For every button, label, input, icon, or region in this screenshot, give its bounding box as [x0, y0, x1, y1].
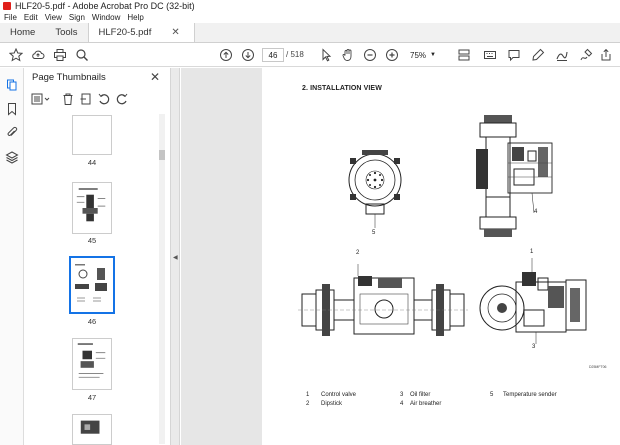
- tab-document[interactable]: HLF20-5.pdf ✕: [87, 23, 195, 42]
- menu-bar: File Edit View Sign Window Help: [0, 12, 620, 23]
- thumbnail-label: 45: [87, 236, 97, 245]
- search-icon[interactable]: [74, 47, 90, 63]
- thumbnail-label: 47: [87, 393, 97, 402]
- attachments-icon[interactable]: [5, 126, 19, 140]
- main-toolbar: 46 / 518 75% ▼: [0, 43, 620, 67]
- page-number-input[interactable]: 46: [262, 48, 284, 62]
- thumbnail-options-icon[interactable]: [31, 92, 51, 106]
- panel-title: Page Thumbnails: [32, 72, 106, 83]
- panel-splitter[interactable]: ◀: [171, 68, 180, 445]
- thumbnail-page-45[interactable]: [72, 182, 112, 234]
- callout-5: 5: [372, 230, 376, 236]
- window-title: HLF20-5.pdf - Adobe Acrobat Pro DC (32-b…: [15, 1, 195, 11]
- next-page-icon[interactable]: [240, 47, 256, 63]
- legend-num-2: 2: [306, 401, 310, 407]
- menu-help[interactable]: Help: [127, 13, 144, 22]
- page-thumbnails-icon[interactable]: [5, 78, 19, 92]
- thumbnail-page-48[interactable]: [72, 414, 112, 445]
- close-tab-icon[interactable]: ✕: [171, 27, 180, 38]
- thumbnail-page-46[interactable]: [69, 256, 115, 314]
- draw-tool-icon[interactable]: [554, 47, 570, 63]
- rotate-left-icon[interactable]: [97, 92, 111, 106]
- layers-icon[interactable]: [5, 150, 19, 164]
- pdf-page: 2. INSTALLATION VIEW 5: [262, 68, 620, 445]
- legend-num-4: 4: [400, 401, 404, 407]
- zoom-select[interactable]: 75% ▼: [410, 50, 436, 60]
- page-thumbnails-panel: Page Thumbnails ✕ 44 45 46 47: [25, 68, 171, 445]
- callout-4: 4: [534, 209, 538, 215]
- callout-2: 2: [356, 250, 360, 256]
- tab-bar: Home Tools HLF20-5.pdf ✕: [0, 23, 620, 43]
- thumbnail-tools: [31, 92, 151, 108]
- rotate-right-icon[interactable]: [115, 92, 129, 106]
- tab-tools[interactable]: Tools: [55, 27, 78, 38]
- chevron-down-icon: ▼: [430, 52, 436, 58]
- legend-label-2: Dipstick: [321, 401, 343, 407]
- section-heading: 2. INSTALLATION VIEW: [302, 85, 382, 92]
- legend-label-4: Air breather: [410, 401, 442, 407]
- thumbnail-page-44[interactable]: [72, 115, 112, 155]
- bookmark-star-icon[interactable]: [8, 47, 24, 63]
- tab-home[interactable]: Home: [10, 27, 36, 38]
- page-display-icon[interactable]: [456, 47, 472, 63]
- select-cursor-icon[interactable]: [318, 47, 334, 63]
- print-icon[interactable]: [52, 47, 68, 63]
- legend-label-3: Oil filter: [410, 392, 431, 398]
- thumbnail-scrollbar[interactable]: [159, 114, 165, 444]
- delete-page-icon[interactable]: [61, 92, 75, 106]
- legend-label-5: Temperature sender: [503, 392, 557, 398]
- comment-icon[interactable]: [506, 47, 522, 63]
- legend-num-5: 5: [490, 392, 494, 398]
- menu-view[interactable]: View: [44, 13, 62, 22]
- side-view-drawing: [476, 115, 553, 237]
- rear-view-drawing: [479, 258, 587, 344]
- legend-label-1: Control valve: [321, 392, 357, 398]
- thumbnail-label: 44: [87, 158, 97, 167]
- legend-num-1: 1: [306, 392, 310, 398]
- close-panel-icon[interactable]: ✕: [149, 70, 160, 84]
- front-view-drawing: [348, 150, 402, 228]
- title-bar: HLF20-5.pdf - Adobe Acrobat Pro DC (32-b…: [0, 0, 620, 12]
- document-viewport: 2. INSTALLATION VIEW 5: [181, 68, 620, 445]
- menu-file[interactable]: File: [4, 13, 17, 22]
- fill-sign-icon[interactable]: [578, 47, 594, 63]
- scrollbar-thumb[interactable]: [159, 150, 165, 160]
- thumbnail-label: 46: [87, 317, 97, 326]
- drawing-code: D25MFT06: [589, 365, 607, 369]
- legend-num-3: 3: [400, 392, 404, 398]
- menu-edit[interactable]: Edit: [23, 13, 38, 22]
- menu-sign[interactable]: Sign: [68, 13, 85, 22]
- menu-window[interactable]: Window: [91, 13, 121, 22]
- cloud-upload-icon[interactable]: [30, 47, 46, 63]
- callout-1: 1: [530, 249, 534, 255]
- hand-tool-icon[interactable]: [340, 47, 356, 63]
- thumbnail-page-47[interactable]: [72, 338, 112, 390]
- zoom-in-icon[interactable]: [384, 47, 400, 63]
- share-icon[interactable]: [598, 47, 614, 63]
- insert-pages-icon[interactable]: [79, 92, 93, 106]
- collapse-arrow-icon[interactable]: ◀: [173, 255, 178, 261]
- keyboard-icon[interactable]: [482, 47, 498, 63]
- navigation-pane-strip: [0, 68, 24, 445]
- axle-view-drawing: [298, 264, 468, 336]
- callout-3: 3: [532, 344, 536, 350]
- zoom-out-icon[interactable]: [362, 47, 378, 63]
- acrobat-icon: [3, 2, 11, 10]
- highlight-pen-icon[interactable]: [530, 47, 546, 63]
- bookmarks-icon[interactable]: [5, 102, 19, 116]
- previous-page-icon[interactable]: [218, 47, 234, 63]
- page-total: / 518: [286, 50, 304, 59]
